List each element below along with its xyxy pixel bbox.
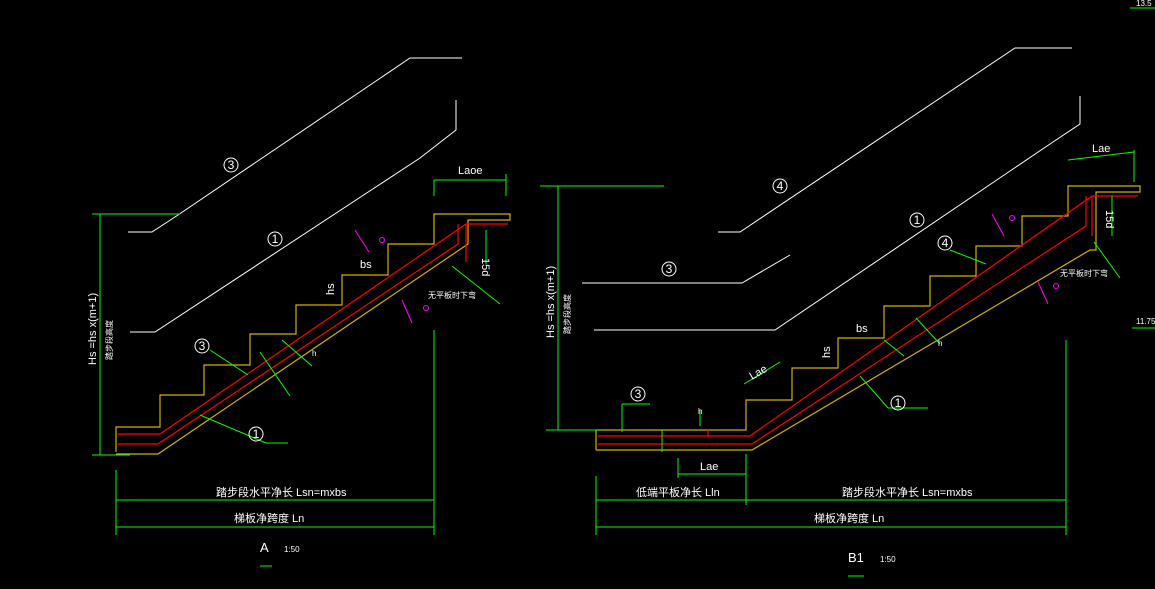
- mark1-bottom-leader-a: [199, 414, 267, 444]
- laoe-label-a: Laoe: [458, 165, 482, 177]
- callout-circle-a-3-low: [194, 338, 210, 354]
- span-lsn-label-b1: 踏步段水平净长 Lsn=mxbs: [842, 485, 973, 499]
- callout-circle-b1-1-top: [909, 212, 925, 228]
- edge-top-label: 13.5: [1136, 0, 1152, 8]
- tick-circle-a-2: [423, 305, 429, 311]
- mark3-leader-a: [209, 349, 249, 376]
- hs-label-a: hs: [325, 283, 337, 295]
- bs-label-a: bs: [360, 259, 372, 271]
- callout-a-1-mid: 1: [272, 232, 279, 246]
- tick-mark-b1-2: [1037, 281, 1049, 305]
- h-label-b1-2: h: [938, 339, 942, 348]
- d15-label-a: 15d: [479, 258, 491, 276]
- drawing-a: 3 1 3 1 Hs =hs x(m+1) 踏步段高度 bs hs h Laoe…: [87, 57, 511, 567]
- callout-b1-3-left: 3: [666, 262, 673, 276]
- slab-outline-lower-a: [130, 100, 457, 333]
- tick-circle-b1-1: [1009, 215, 1015, 221]
- rebar-top-b1: [598, 195, 1138, 437]
- tick-mark-b1-1: [991, 213, 1005, 237]
- mark4-leader-b1: [949, 249, 987, 265]
- edge-mid-label: 11.75: [1136, 317, 1155, 326]
- callout-circle-b1-4-mid: [937, 235, 953, 251]
- callout-b1-1-bottom: 1: [895, 396, 902, 410]
- bend-leader-b1: [1093, 241, 1121, 279]
- h-dim3-b1: [915, 317, 941, 345]
- callout-b1-4-top: 4: [777, 179, 784, 193]
- laoe-top-label-b1: Lae: [1092, 143, 1110, 155]
- title-a: A: [260, 540, 269, 555]
- slab-outline-top-b1: [718, 47, 1072, 233]
- bend-leader-a: [451, 265, 501, 305]
- h-dim-b: [281, 339, 313, 367]
- edge-marks: 13.5 11.75: [1130, 0, 1155, 329]
- hs-label-b1: hs: [821, 346, 833, 358]
- callout-b1-3-bottom: 3: [635, 387, 642, 401]
- stair-outline-b1: [595, 185, 1141, 451]
- slab-outline-3-b1: [594, 96, 1081, 331]
- height-formula-a: Hs =hs x(m+1): [87, 293, 99, 365]
- callout-circle-a-1-bottom: [248, 426, 264, 442]
- tick-mark-a-1: [354, 229, 370, 253]
- callout-a-3-low: 3: [199, 339, 206, 353]
- callout-circle-b1-3-bottom: [630, 386, 646, 402]
- slab-outline-upper-a: [128, 57, 462, 233]
- tick-mark-a-2: [401, 299, 413, 324]
- title-b1: B1: [848, 550, 864, 565]
- callout-circle-a-1-mid: [267, 231, 283, 247]
- scale-b1: 1:50: [880, 555, 896, 564]
- callout-circle-b1-4-top: [772, 178, 788, 194]
- tick-circle-a-1: [379, 237, 385, 243]
- h-label-b1: h: [698, 407, 702, 416]
- callout-b1-1-top: 1: [914, 213, 921, 227]
- callout-b1-4-mid: 4: [942, 236, 949, 250]
- laoe-top-dim-b1: [1067, 151, 1135, 161]
- bend-note-b1: 无平板时下弯: [1060, 268, 1108, 278]
- stair-outline-a: [115, 213, 511, 455]
- rebar-bottom-b1: [598, 196, 1087, 445]
- laoe-bottom-label-b1: Lae: [700, 461, 718, 473]
- height-note-b1: 踏步段高度: [562, 294, 572, 334]
- rebar-top-a: [118, 223, 508, 435]
- mark1-leader-b1: [859, 375, 889, 409]
- drawing-b1: 4 1 4 3 3 1 Hs =hs x(m+1) 踏步段高度 bs hs h …: [540, 47, 1141, 577]
- callout-circle-a-3-top: [223, 157, 239, 173]
- h-dim-a: [259, 351, 291, 397]
- span-lsn-label-a: 踏步段水平净长 Lsn=mxbs: [216, 485, 347, 499]
- laoe-mid-label-b1: Lae: [748, 363, 770, 383]
- bend-note-a: 无平板时下弯: [428, 290, 476, 300]
- bs-label-b1: bs: [856, 323, 868, 335]
- h-label-a: h: [312, 349, 316, 358]
- slab-outline-2-b1: [582, 254, 791, 284]
- callout-circle-b1-1-bottom: [890, 395, 906, 411]
- callout-circle-b1-3-left: [661, 261, 677, 277]
- tick-circle-b1-2: [1053, 283, 1059, 289]
- laoe-mid-dim-b1: [743, 361, 781, 385]
- span-ln-label-a: 梯板净跨度 Ln: [234, 511, 304, 525]
- rebar-bottom-a: [118, 224, 459, 445]
- callout-a-1-bottom: 1: [253, 427, 260, 441]
- scale-a: 1:50: [284, 545, 300, 554]
- height-formula-b1: Hs =hs x(m+1): [545, 266, 557, 338]
- h-dim2-b1: [883, 339, 905, 357]
- span-ln-label-b1: 梯板净跨度 Ln: [814, 511, 884, 525]
- span-lln-label-b1: 低端平板净长 Lln: [636, 485, 720, 499]
- d15-label-b1: 15d: [1103, 210, 1115, 228]
- height-note-a: 踏步段高度: [104, 320, 114, 360]
- callout-a-3-top: 3: [228, 158, 235, 172]
